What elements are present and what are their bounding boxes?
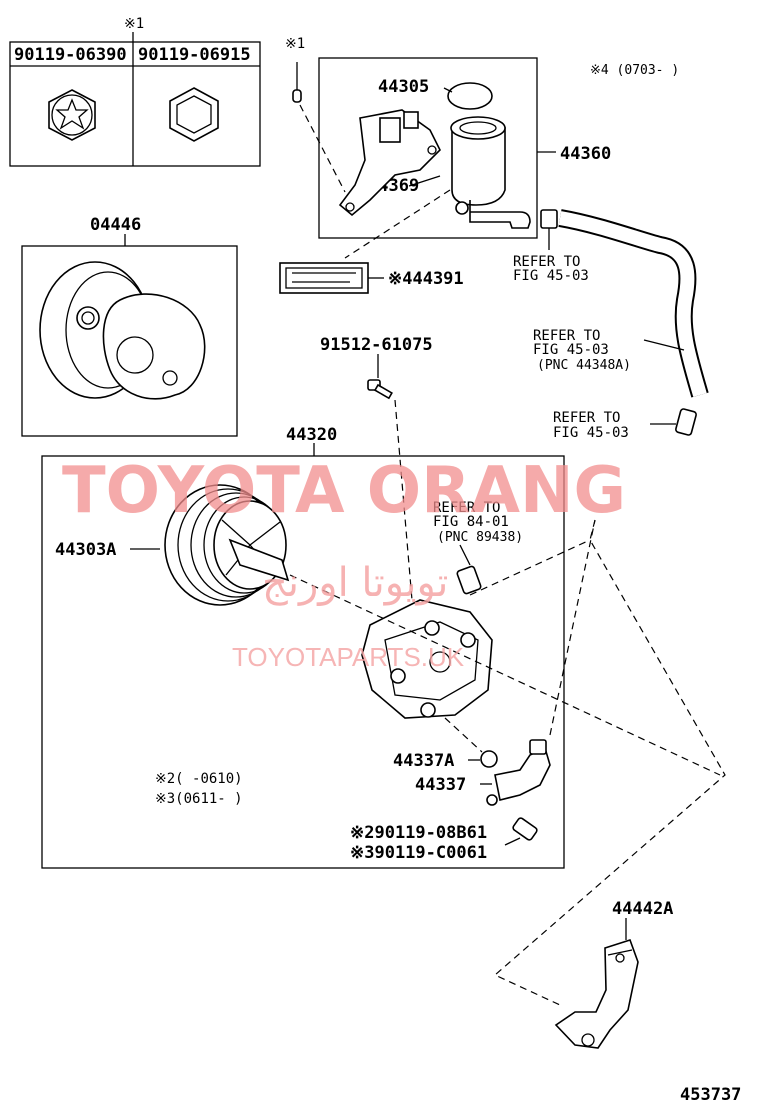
watermark-url: TOYOTAPARTS.UK: [232, 642, 465, 672]
hex-bolt-icon: [169, 87, 219, 142]
reservoir-tank-icon: [450, 116, 531, 229]
pump-bracket-icon: [554, 939, 639, 1049]
watermark-arabic: تويوتا اورنج: [262, 560, 448, 606]
pump-body-icon: [361, 599, 493, 719]
refer-4-line2: FIG 84-01: [433, 514, 509, 530]
label-plate-44391: ※444391: [279, 262, 464, 294]
part-91512-label: 91512-61075: [320, 335, 433, 355]
bolt-part-number-a: 90119-06390: [14, 45, 127, 65]
part-44320-label: 44320: [286, 425, 337, 445]
seal-kit-group: 04446: [21, 215, 238, 437]
refer-3-line1: REFER TO: [553, 410, 620, 426]
reservoir-bracket-icon: [338, 109, 441, 217]
pulley-icon: [164, 484, 290, 606]
bolt-91512-icon: [367, 379, 393, 400]
refer-1-line1: REFER TO: [513, 254, 580, 270]
part-44337-label: 44337: [415, 775, 466, 795]
note-marker-1: ※1: [124, 16, 144, 32]
refer-4-line1: REFER TO: [433, 500, 500, 516]
refer-2-line3: (PNC 44348A): [537, 358, 631, 373]
part-44305-label: 44305: [378, 77, 429, 97]
pressure-switch-icon: [456, 565, 482, 595]
screw-icon: [292, 62, 302, 103]
o-ring-icon: [480, 750, 498, 768]
part-44360-label: 44360: [560, 144, 611, 164]
bolt-d-label: ※390119-C0061: [350, 843, 487, 863]
note-2: ※2( -0610): [155, 771, 243, 787]
return-hose: [540, 209, 709, 436]
figure-number: 453737: [680, 1085, 741, 1105]
part-44391-label: ※444391: [388, 269, 464, 289]
pump-body-sketch-icon: [39, 261, 206, 400]
union-bolt-icon: [512, 817, 538, 841]
part-44442a-label: 44442A: [612, 899, 673, 919]
watermark-main: TOYOTA ORANG: [62, 454, 626, 528]
reservoir-group: ※1 44305 44360 44369: [285, 36, 611, 259]
part-04446-label: 04446: [90, 215, 141, 235]
part-44337a-label: 44337A: [393, 751, 454, 771]
union-fitting-icon: [486, 739, 551, 806]
note-marker-1-side: ※1: [285, 36, 305, 52]
bolt-part-number-b: 90119-06915: [138, 45, 251, 65]
bolt-c-label: ※290119-08B61: [350, 823, 487, 843]
refer-4-line3: (PNC 89438): [437, 530, 523, 545]
note-3: ※3(0611- ): [155, 791, 243, 807]
refer-3-line2: FIG 45-03: [553, 425, 629, 441]
bolt-reference-table: ※1 90119-06390 90119-06915: [9, 16, 261, 167]
note-marker-4: ※4 (0703- ): [590, 63, 679, 78]
pump-assembly-box: [41, 455, 565, 869]
torx-bolt-icon: [48, 89, 96, 141]
reservoir-cap-icon: [443, 82, 493, 110]
refer-2-line1: REFER TO: [533, 328, 600, 344]
part-44303a-label: 44303A: [55, 540, 116, 560]
refer-2-line2: FIG 45-03: [533, 342, 609, 358]
refer-1-line2: FIG 45-03: [513, 268, 589, 284]
